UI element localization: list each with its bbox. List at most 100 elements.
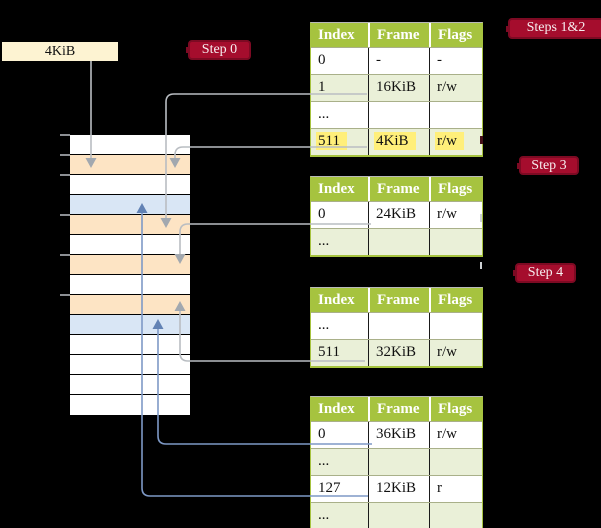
table-cell: ...	[311, 503, 368, 528]
memory-frame-row-orange	[70, 295, 190, 315]
table-cell: 16KiB	[368, 75, 429, 101]
table-cell	[368, 449, 429, 475]
header-cell-flags: Flags	[429, 23, 482, 47]
cell-text: 36KiB	[376, 426, 417, 442]
cell-text: -	[437, 52, 442, 68]
memory-frame-row-white	[70, 335, 190, 355]
memory-frame-row-white	[70, 135, 190, 155]
table-row: ...	[311, 502, 482, 528]
table-cell	[429, 449, 482, 475]
cell-text: 32KiB	[376, 344, 417, 360]
table-cell: r/w	[429, 129, 482, 155]
header-cell-index: Index	[318, 27, 355, 43]
cell-text: r/w	[437, 79, 457, 95]
highlighted-cell-text: 511	[316, 132, 347, 150]
memory-frame-row-white	[70, 355, 190, 375]
table-cell	[368, 229, 429, 255]
frame-size-box: 4KiB	[2, 42, 118, 61]
table-row: ...	[311, 101, 482, 128]
step-label-0: Step 0	[186, 40, 251, 60]
cell-text: -	[376, 52, 381, 68]
highlighted-cell-text: 4KiB	[374, 132, 416, 150]
cell-text: 511	[318, 344, 340, 360]
table-cell: r	[429, 476, 482, 502]
table-cell: 127	[311, 476, 368, 502]
memory-frame-row-blue	[70, 195, 190, 215]
cell-text: ...	[318, 317, 330, 333]
header-cell-frame: Frame	[368, 177, 429, 201]
table-cell: r/w	[429, 422, 482, 448]
cell-text: 0	[318, 206, 326, 222]
table-cell: -	[368, 48, 429, 74]
cell-text: 24KiB	[376, 206, 417, 222]
step-label-4: Step 4	[513, 263, 576, 283]
cell-text: 12KiB	[376, 480, 417, 496]
table-cell: r/w	[429, 340, 482, 366]
arrow-remnant-mark	[480, 262, 482, 269]
memory-stack	[70, 135, 190, 415]
table-cell: ...	[311, 313, 368, 339]
table-row: 0 36KiB r/w	[311, 421, 482, 448]
table-cell: ...	[311, 449, 368, 475]
table-row: ...	[311, 448, 482, 475]
table-row: 1 16KiB r/w	[311, 74, 482, 101]
arrow-remnant-mark	[480, 136, 483, 144]
memory-frame-row-orange	[70, 215, 190, 235]
header-cell-frame: Frame	[368, 23, 429, 47]
table-cell: 24KiB	[368, 202, 429, 228]
tick-mark	[60, 174, 70, 176]
header-cell-index: Index	[318, 292, 355, 308]
table-cell: 511	[311, 129, 368, 155]
table-cell: 0	[311, 422, 368, 448]
table-cell	[368, 503, 429, 528]
header-cell-frame: Frame	[368, 397, 429, 421]
memory-frame-row-white	[70, 375, 190, 395]
tick-mark	[60, 294, 70, 296]
cell-text: ...	[318, 453, 330, 469]
cell-text: ...	[318, 233, 330, 249]
table-cell	[429, 503, 482, 528]
cell-text: r	[437, 480, 442, 496]
table-cell	[429, 313, 482, 339]
tick-mark	[60, 214, 70, 216]
tick-mark	[60, 254, 70, 256]
cell-text: ...	[318, 507, 330, 523]
header-cell-flags: Flags	[429, 177, 482, 201]
table-row: 511 4KiB r/w	[311, 128, 482, 155]
highlighted-cell-text: r/w	[435, 132, 464, 150]
step-label-3: Step 3	[517, 156, 579, 175]
header-cell-flags: Flags	[429, 397, 482, 421]
cell-text: 127	[318, 480, 341, 496]
cell-text: 0	[318, 52, 326, 68]
memory-frame-row-white	[70, 275, 190, 295]
memory-frame-row-white	[70, 235, 190, 255]
table-row: 511 32KiB r/w	[311, 339, 482, 366]
cell-text: r/w	[437, 344, 457, 360]
table-cell	[429, 102, 482, 128]
table-cell: 4KiB	[368, 129, 429, 155]
table-row: 0 - -	[311, 47, 482, 74]
memory-frame-row-orange	[70, 155, 190, 175]
table-cell	[368, 313, 429, 339]
table-cell: r/w	[429, 75, 482, 101]
table-cell: 1	[311, 75, 368, 101]
table-cell: 0	[311, 48, 368, 74]
table-cell: 511	[311, 340, 368, 366]
table-row: ...	[311, 228, 482, 255]
cell-text: 16KiB	[376, 79, 417, 95]
tick-mark	[60, 134, 70, 136]
table-cell: ...	[311, 102, 368, 128]
cell-text: 1	[318, 79, 326, 95]
memory-frame-row-orange	[70, 255, 190, 275]
table-cell: -	[429, 48, 482, 74]
arrow-remnant-mark	[480, 214, 482, 222]
